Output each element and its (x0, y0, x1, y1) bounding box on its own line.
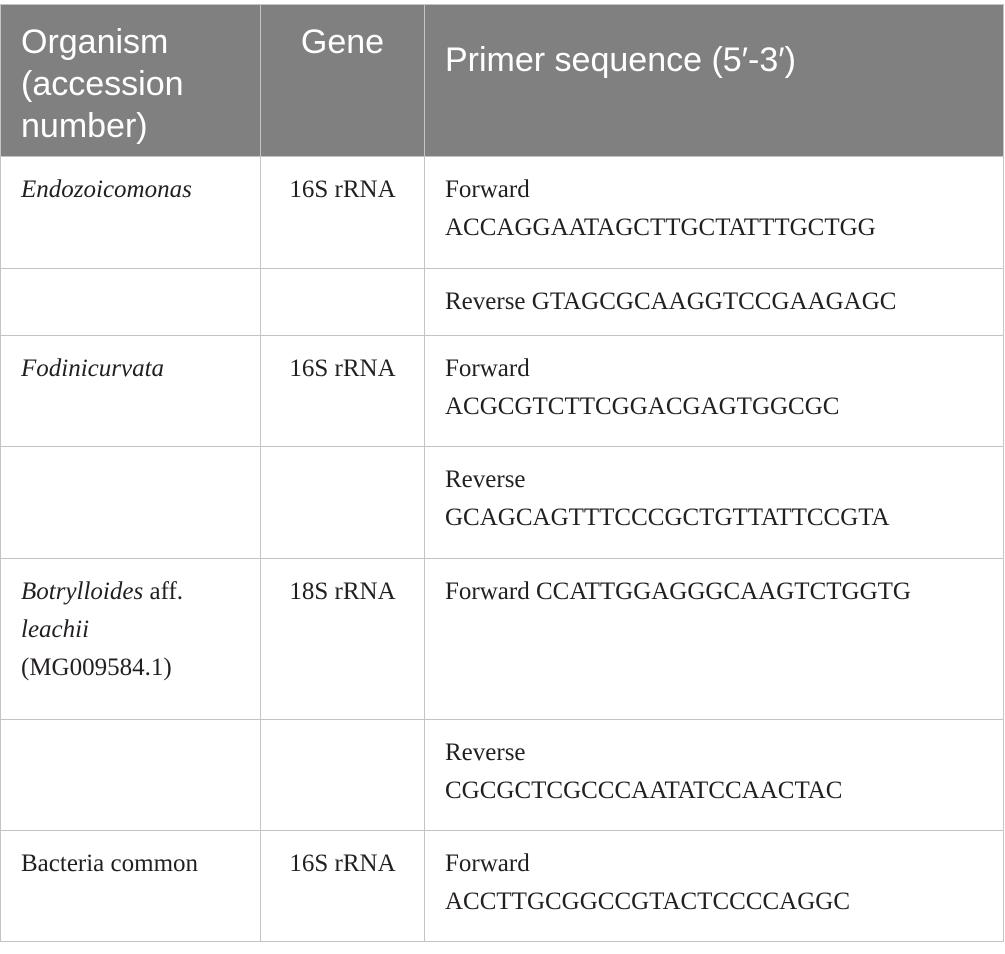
organism-cell (0, 446, 261, 559)
sequence-cell: Forward CCATTGGAGGGCAAGTCTGGTG (424, 558, 1004, 720)
primer-sequence: ACGCGTCTTCGGACGAGTGGCGC (445, 393, 840, 420)
organism-accession: (MG009584.1) (21, 654, 172, 681)
table-row: Botrylloides aff. leachii (MG009584.1) 18S… (0, 558, 1004, 720)
organism-cell: Botrylloides aff. leachii (MG009584.1) (0, 558, 261, 720)
primer-sequence: GTAGCGCAAGGTCCGAAGAGC (531, 288, 897, 315)
table-row: Reverse GTAGCGCAAGGTCCGAAGAGC (0, 268, 1004, 336)
primer-direction: Reverse (445, 288, 526, 315)
organism-name: Fodinicurvata (21, 355, 165, 382)
gene-cell: 16S rRNA (260, 156, 425, 269)
gene-cell: 16S rRNA (260, 335, 425, 447)
organism-genus: Botrylloides (21, 578, 144, 605)
gene-cell: 16S rRNA (260, 830, 425, 942)
organism-name: Bacteria common (21, 850, 199, 877)
organism-cell: Fodinicurvata (0, 335, 261, 447)
primer-sequence: CGCGCTCGCCCAATATCCAACTAC (445, 777, 843, 804)
organism-name: Endozoicomonas (21, 176, 192, 203)
gene-cell (260, 446, 425, 559)
primer-direction: Reverse (445, 466, 526, 493)
organism-cell (0, 268, 261, 336)
primer-sequence: ACCAGGAATAGCTTGCTATTTGCTGG (445, 214, 876, 241)
primer-sequence: ACCTTGCGGCCGTACTCCCCAGGC (445, 888, 850, 915)
gene-cell: 18S rRNA (260, 558, 425, 720)
primer-direction: Forward (445, 355, 530, 382)
header-primer-sequence: Primer sequence (5′-3′) (424, 4, 1004, 157)
primer-sequence: GCAGCAGTTTCCCGCTGTTATTCCGTA (445, 504, 890, 531)
primer-direction: Forward (445, 176, 530, 203)
primer-sequence: CCATTGGAGGGCAAGTCTGGTG (535, 578, 911, 605)
organism-cell: Endozoicomonas (0, 156, 261, 269)
header-gene: Gene (260, 4, 425, 157)
gene-cell (260, 268, 425, 336)
table-header-row: Organism (accession number) Gene Primer … (0, 4, 1004, 157)
organism-cell: Bacteria common (0, 830, 261, 942)
gene-cell (260, 719, 425, 831)
primer-direction: Forward (445, 850, 530, 877)
organism-species: leachii (21, 616, 90, 643)
sequence-cell: Reverse GTAGCGCAAGGTCCGAAGAGC (424, 268, 1004, 336)
primer-direction: Forward (445, 578, 530, 605)
primer-table: Organism (accession number) Gene Primer … (0, 4, 1004, 942)
primer-direction: Reverse (445, 739, 526, 766)
header-organism: Organism (accession number) (0, 4, 261, 157)
organism-cell (0, 719, 261, 831)
organism-qualifier: aff. (149, 578, 184, 605)
